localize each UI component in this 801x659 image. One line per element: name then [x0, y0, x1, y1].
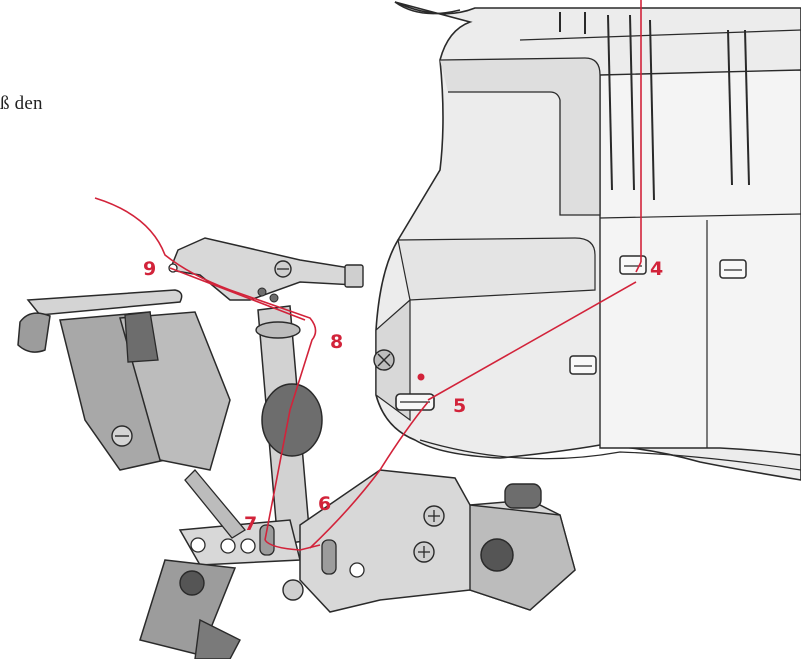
- thread-path: [94, 0, 642, 551]
- callout-5: 5: [453, 395, 466, 417]
- thread-guide-middle: [569, 355, 597, 375]
- callout-4: 4: [650, 258, 663, 280]
- machine-body: [373, 1, 801, 481]
- callout-9: 9: [143, 258, 156, 280]
- callout-labels: 4 5 6 7 8 9: [143, 258, 663, 535]
- thread-guide-4: [619, 255, 647, 275]
- callout-8: 8: [330, 331, 343, 353]
- looper-mechanism: [17, 237, 576, 659]
- callout-6: 6: [318, 493, 331, 515]
- instruction-text-fragment: ß den: [0, 93, 43, 114]
- guide-dot: [417, 373, 425, 381]
- callout-7: 7: [244, 513, 257, 535]
- thread-guide-right: [719, 259, 747, 279]
